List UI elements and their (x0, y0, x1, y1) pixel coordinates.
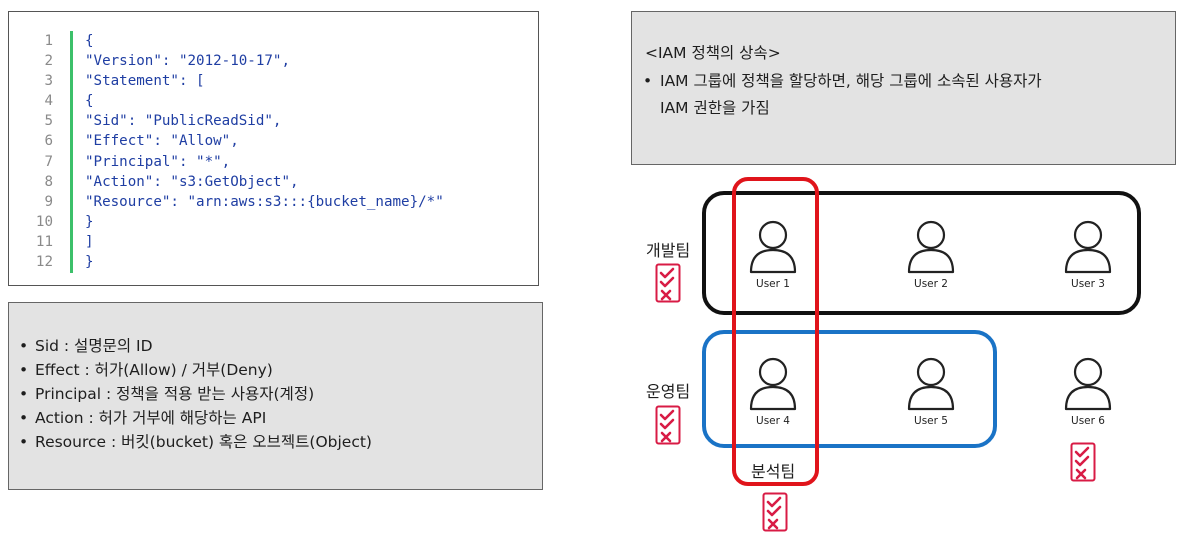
user-name: User 5 (914, 415, 948, 427)
user-name: User 2 (914, 278, 948, 290)
line-number: 1 (44, 33, 53, 49)
user-5: User 5 (896, 355, 966, 427)
user-icon (907, 220, 955, 274)
code-panel: 1 2 3 4 5 6 7 8 9 10 11 12 { "Version": … (8, 11, 539, 286)
iam-text-line2: IAM 권한을 가짐 (660, 99, 770, 117)
iam-bullet: • IAM 그룹에 정책을 할당하면, 해당 그룹에 소속된 사용자가 IAM 권… (643, 68, 1042, 122)
bullet: • (19, 337, 29, 355)
code-line: } (85, 254, 94, 271)
description-text: Principal : 정책을 적용 받는 사용자(계정) (35, 385, 315, 403)
code-line: } (85, 213, 94, 230)
list-item: • Resource : 버킷(bucket) 혹은 오브젝트(Object) (19, 430, 372, 454)
list-item: • Effect : 허가(Allow) / 거부(Deny) (19, 358, 372, 382)
line-number: 11 (35, 233, 53, 250)
policy-checklist-icon (655, 263, 681, 307)
description-text: Effect : 허가(Allow) / 거부(Deny) (35, 361, 273, 379)
line-number: 9 (44, 193, 53, 210)
iam-text-line1: IAM 그룹에 정책을 할당하면, 해당 그룹에 소속된 사용자가 (660, 72, 1042, 90)
ops-team-label: 운영팀 (646, 382, 691, 401)
bullet: • (19, 433, 29, 451)
bullet: • (19, 361, 29, 379)
line-number: 8 (44, 173, 53, 190)
iam-inheritance-panel: <IAM 정책의 상속> • IAM 그룹에 정책을 할당하면, 해당 그룹에 소… (631, 11, 1176, 165)
code-line: ] (85, 233, 94, 250)
line-number: 2 (44, 53, 53, 70)
analytics-team-group-box (732, 177, 819, 486)
dev-team-group-box (702, 191, 1141, 315)
code-gutter-bar (70, 31, 73, 273)
user-icon (749, 357, 797, 411)
user-name: User 6 (1071, 415, 1105, 427)
line-number: 3 (44, 73, 53, 90)
dev-team-label: 개발팀 (646, 241, 691, 260)
line-number: 7 (44, 153, 53, 170)
line-number: 12 (35, 254, 53, 271)
description-list: • Sid : 설명문의 ID • Effect : 허가(Allow) / 거부(… (19, 334, 372, 454)
user-3: User 3 (1053, 218, 1123, 290)
user-4: User 4 (738, 355, 808, 427)
user-name: User 4 (756, 415, 790, 427)
user-icon (1064, 220, 1112, 274)
user-icon (749, 220, 797, 274)
list-item: • Principal : 정책을 적용 받는 사용자(계정) (19, 382, 372, 406)
ops-team-group-box (702, 330, 997, 448)
user-name: User 3 (1071, 278, 1105, 290)
description-text: Action : 허가 거부에 해당하는 API (35, 409, 267, 427)
line-number: 10 (35, 213, 53, 230)
user-icon (907, 357, 955, 411)
line-number: 5 (44, 113, 53, 130)
bullet: • (643, 72, 653, 90)
bullet: • (19, 385, 29, 403)
user-1: User 1 (738, 218, 808, 290)
iam-panel-title: <IAM 정책의 상속> (645, 44, 781, 62)
code-line: "Version": "2012-10-17", (85, 53, 290, 70)
policy-checklist-icon (655, 405, 681, 449)
user-icon (1064, 357, 1112, 411)
code-line: { (85, 93, 94, 110)
code-body: { "Version": "2012-10-17", "Statement": … (85, 31, 444, 272)
description-text: Sid : 설명문의 ID (35, 337, 153, 355)
list-item: • Sid : 설명문의 ID (19, 334, 372, 358)
line-number: 6 (44, 133, 53, 150)
code-line: "Action": "s3:GetObject", (85, 173, 299, 190)
policy-checklist-icon (762, 492, 788, 536)
code-line: "Resource": "arn:aws:s3:::{bucket_name}/… (85, 193, 444, 210)
list-item: • Action : 허가 거부에 해당하는 API (19, 406, 372, 430)
description-text: Resource : 버킷(bucket) 혹은 오브젝트(Object) (35, 433, 372, 451)
code-line: "Principal": "*", (85, 153, 231, 170)
code-line: "Sid": "PublicReadSid", (85, 113, 282, 130)
line-numbers: 1 2 3 4 5 6 7 8 9 10 11 12 (31, 31, 53, 272)
code-line: "Statement": [ (85, 73, 205, 90)
user-2: User 2 (896, 218, 966, 290)
user-6: User 6 (1053, 355, 1123, 427)
bullet: • (19, 409, 29, 427)
code-line: { (85, 33, 94, 49)
policy-fields-description: • Sid : 설명문의 ID • Effect : 허가(Allow) / 거부(… (8, 302, 543, 490)
analytics-team-label: 분석팀 (751, 462, 796, 481)
line-number: 4 (44, 93, 53, 110)
user-name: User 1 (756, 278, 790, 290)
code-line: "Effect": "Allow", (85, 133, 239, 150)
policy-checklist-icon (1070, 442, 1096, 486)
